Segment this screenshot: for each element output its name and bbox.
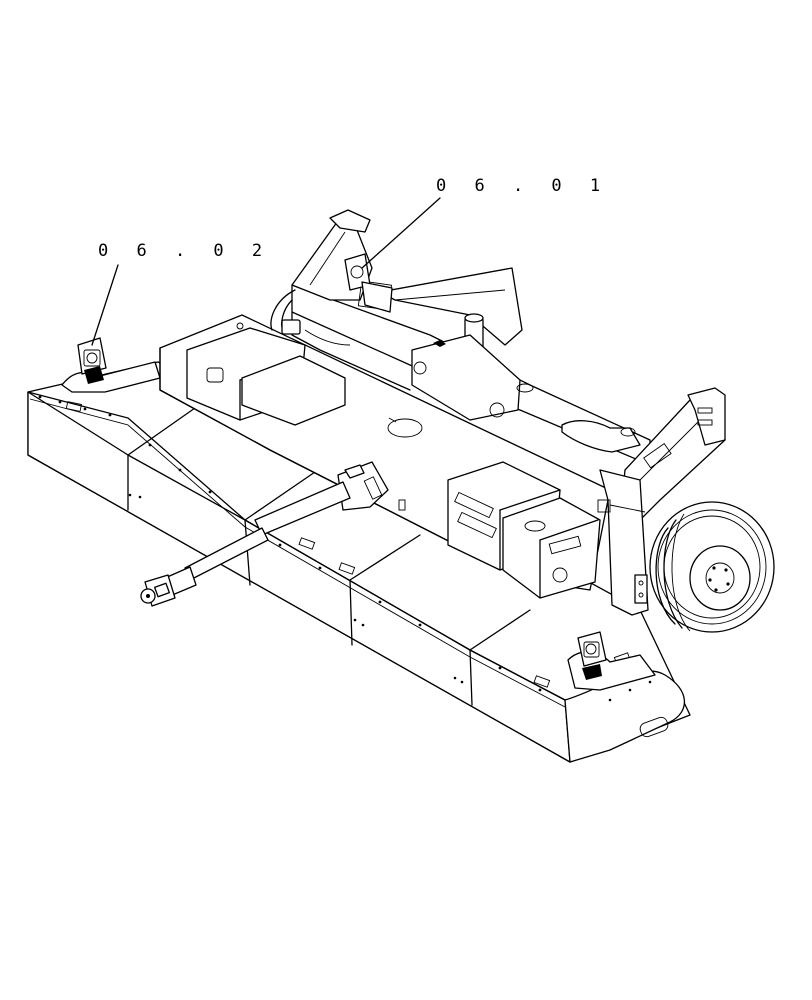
hitch-frame [270,209,726,616]
light-rear-assembly [567,631,656,691]
callout-label-06-02: 0 6 . 0 2 [98,241,271,261]
light-right-assembly [344,253,393,313]
gearbox-shields [159,314,611,599]
callout-06-02: 0 6 . 0 2 [91,241,271,346]
pto-driveshaft [140,461,389,607]
mower-deck [27,361,691,763]
light-left-assembly [61,337,161,393]
callout-label-06-01: 0 6 . 0 1 [436,176,609,196]
rim-bolts [38,395,542,692]
tire [649,501,775,633]
callout-06-01: 0 6 . 0 1 [361,176,609,269]
